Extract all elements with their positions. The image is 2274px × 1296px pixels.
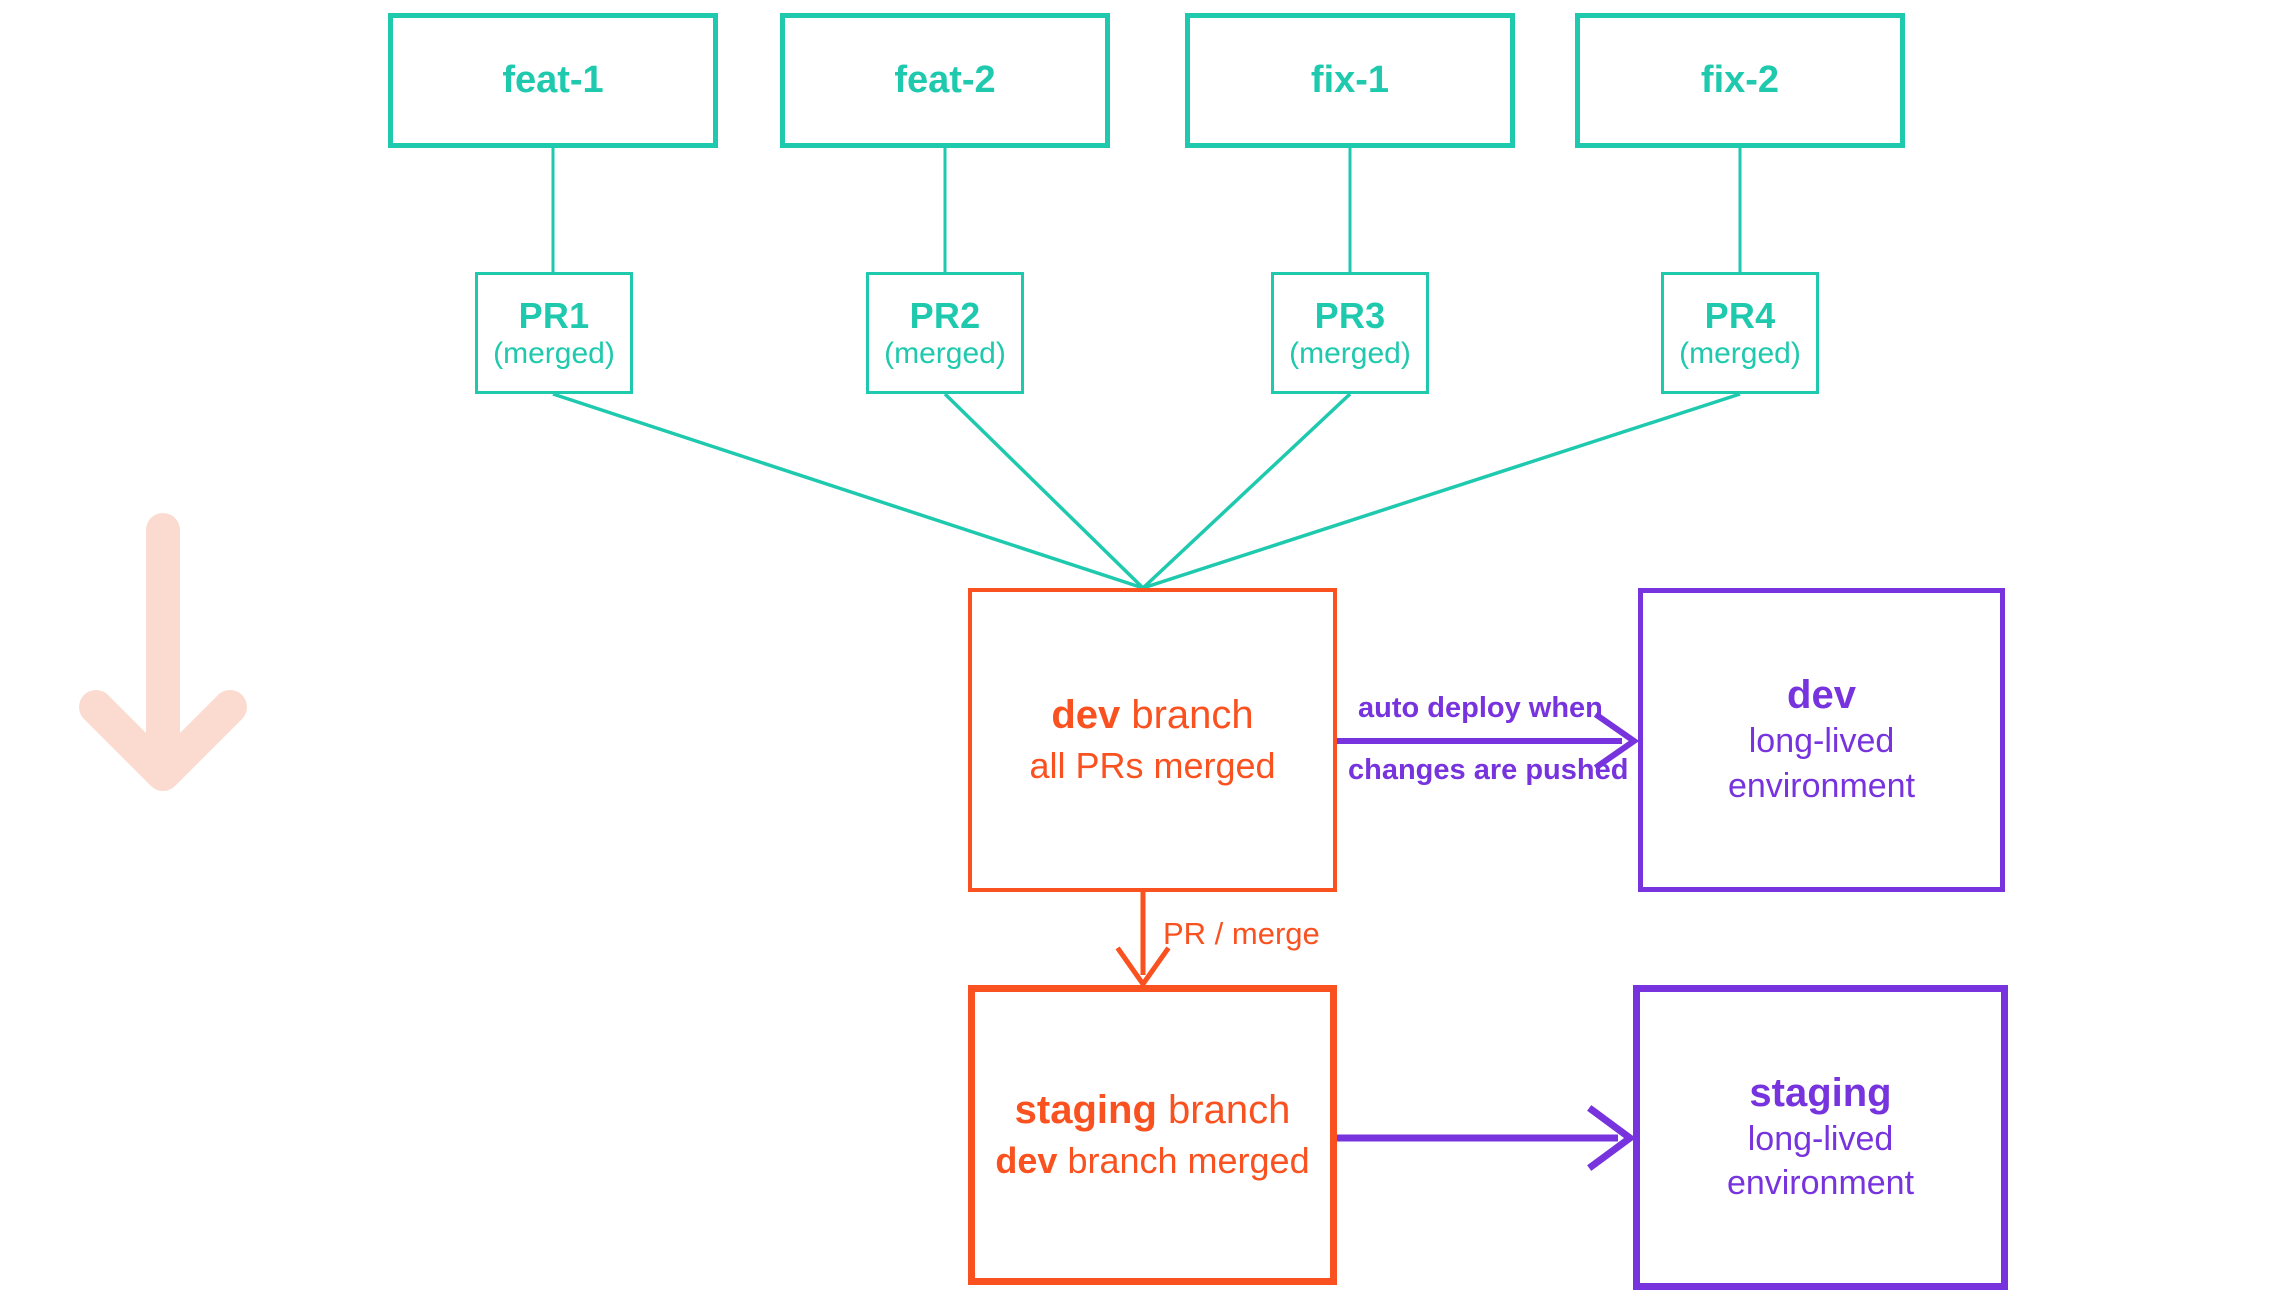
branch-box-feat-2[interactable]: feat-2 <box>780 13 1110 148</box>
staging-environment-sub-line1: long-lived <box>1747 1119 1894 1158</box>
staging-environment-name: staging <box>1749 1070 1892 1115</box>
staging-branch-detail-strong: dev <box>995 1140 1058 1182</box>
arrow-staging-to-staging-env-head <box>1587 1105 1636 1171</box>
staging-branch-title: staging branch <box>1015 1087 1291 1134</box>
dev-environment-sub-line1: long-lived <box>1748 722 1895 761</box>
pr-box-pr4[interactable]: PR4 (merged) <box>1661 272 1819 394</box>
staging-environment-node[interactable]: staging long-lived environment <box>1633 985 2008 1290</box>
staging-environment-sub-line2: environment <box>1726 1164 1915 1203</box>
staging-branch-name: staging <box>1014 1088 1157 1133</box>
dev-branch-name-suffix: branch <box>1120 693 1254 738</box>
arrow-dev-to-staging-head <box>1115 946 1171 989</box>
pr-title: PR3 <box>1314 295 1386 337</box>
pr-box-pr3[interactable]: PR3 (merged) <box>1271 272 1429 394</box>
branch-box-fix-2[interactable]: fix-2 <box>1575 13 1905 148</box>
staging-branch-node[interactable]: staging branch dev branch merged <box>968 985 1337 1285</box>
pr-title: PR4 <box>1704 295 1776 337</box>
dev-environment-name: dev <box>1787 673 1856 718</box>
edge-label-pr-merge: PR / merge <box>1163 916 1320 951</box>
dev-branch-detail: all PRs merged <box>1029 745 1276 787</box>
dev-environment-node[interactable]: dev long-lived environment <box>1638 588 2005 892</box>
pr-title: PR1 <box>518 295 590 337</box>
down-arrow-icon <box>79 513 247 791</box>
dev-branch-node[interactable]: dev branch all PRs merged <box>968 588 1337 892</box>
dev-branch-title: dev branch <box>1051 692 1253 739</box>
connector-pr2-dev <box>943 392 1145 590</box>
staging-branch-detail: dev branch merged <box>995 1140 1309 1182</box>
branch-label: feat-1 <box>502 59 604 102</box>
staging-branch-name-suffix: branch <box>1156 1088 1291 1133</box>
pr-status: (merged) <box>1679 336 1801 370</box>
branch-box-feat-1[interactable]: feat-1 <box>388 13 718 148</box>
connector-pr3-dev <box>1141 392 1352 590</box>
branch-label: feat-2 <box>894 59 996 102</box>
dev-branch-name: dev <box>1051 693 1121 738</box>
pr-status: (merged) <box>884 336 1006 370</box>
pr-title: PR2 <box>909 295 981 337</box>
branch-label: fix-1 <box>1310 59 1390 102</box>
branch-label: fix-2 <box>1700 59 1780 102</box>
pr-box-pr1[interactable]: PR1 (merged) <box>475 272 633 394</box>
staging-branch-detail-rest: branch merged <box>1057 1140 1310 1182</box>
pr-status: (merged) <box>1289 336 1411 370</box>
branch-box-fix-1[interactable]: fix-1 <box>1185 13 1515 148</box>
edge-label-auto-deploy-line2: changes are pushed <box>1348 754 1629 786</box>
connector-pr4-dev <box>1142 392 1741 590</box>
connector-pr1-dev <box>552 392 1144 590</box>
pr-status: (merged) <box>493 336 615 370</box>
edge-label-auto-deploy-line1: auto deploy when <box>1358 692 1603 724</box>
pr-box-pr2[interactable]: PR2 (merged) <box>866 272 1024 394</box>
dev-environment-sub-line2: environment <box>1727 766 1916 805</box>
